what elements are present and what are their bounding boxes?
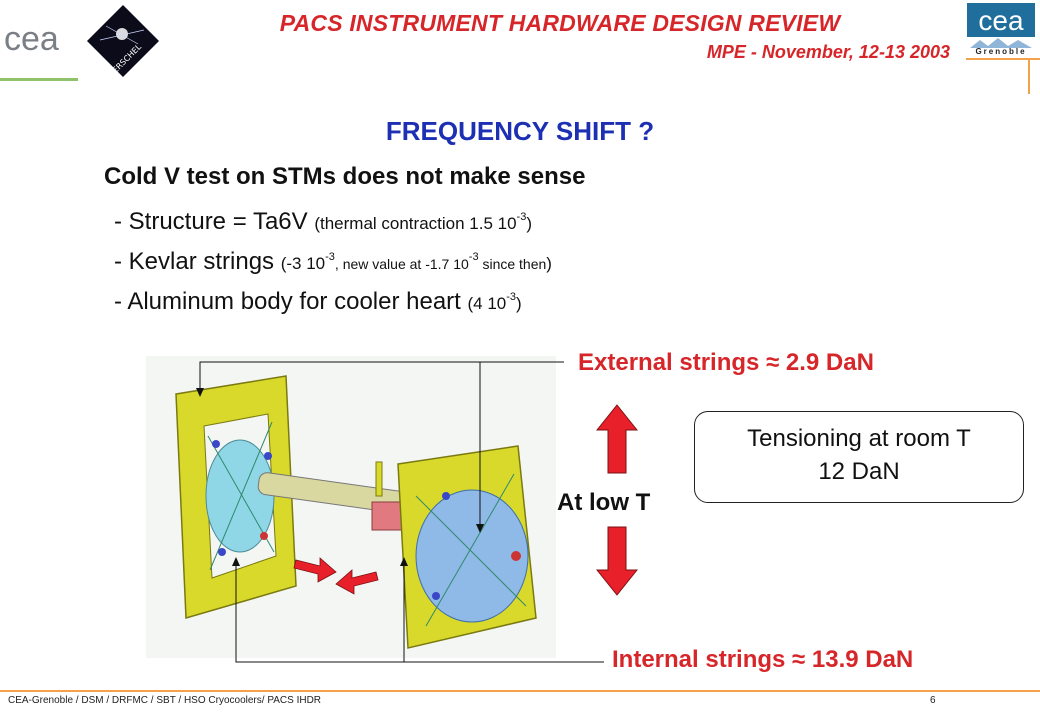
page-number: 6 — [930, 695, 936, 706]
bullet-aluminum: - Aluminum body for cooler heart (4 10-3… — [114, 288, 522, 316]
exponent: -3 — [516, 211, 527, 223]
header-title: PACS INSTRUMENT HARDWARE DESIGN REVIEW — [279, 10, 841, 36]
bullet-kevlar: - Kevlar strings (-3 10-3, new value at … — [114, 248, 552, 276]
lead-statement: Cold V test on STMs does not make sense — [104, 163, 586, 190]
cea-grenoble-logo-text: cea — [978, 5, 1024, 36]
orange-rule-top — [966, 58, 1040, 60]
bullet-main: - Kevlar strings — [114, 248, 275, 275]
external-strings-label: External strings ≈ 2.9 DaN — [578, 349, 874, 376]
footer-rule — [0, 690, 1040, 692]
bullet-detail-close: ) — [526, 214, 532, 233]
bullet-note-end: since then — [478, 256, 547, 272]
connecting-shaft — [257, 461, 409, 531]
tensioning-line-2: 12 DaN — [818, 458, 900, 485]
cooler-structure-image — [146, 356, 556, 658]
cea-logo: cea — [4, 20, 59, 58]
orange-rule-vertical — [1028, 58, 1030, 94]
down-arrow-icon — [596, 526, 638, 596]
bullet-detail: (4 10 — [467, 294, 507, 313]
tensioning-box: Tensioning at room T 12 DaN — [694, 411, 1024, 503]
at-low-t-label: At low T — [557, 489, 651, 516]
exponent: -3 — [468, 251, 479, 263]
up-arrow-icon — [596, 404, 638, 474]
bullet-main: - Structure = Ta6V — [114, 208, 308, 235]
cea-logo-text: cea — [4, 20, 59, 58]
header-subtitle: MPE - November, 12-13 2003 — [706, 42, 950, 62]
bullet-detail: (thermal contraction 1.5 10 — [314, 214, 517, 233]
inward-arrows — [293, 557, 379, 595]
bullet-detail-close: ) — [516, 294, 522, 313]
bullet-detail-close: ) — [546, 254, 552, 273]
tensioning-line-1: Tensioning at room T — [747, 425, 971, 452]
green-rule — [0, 78, 78, 81]
footer-text: CEA-Grenoble / DSM / DRFMC / SBT / HSO C… — [8, 695, 322, 706]
bullet-detail: (-3 10 — [280, 254, 326, 273]
right-frame — [397, 445, 537, 649]
cea-grenoble-logo-subtext: Grenoble — [975, 47, 1026, 56]
left-frame — [175, 375, 297, 619]
exponent: -3 — [506, 291, 517, 303]
exponent: -3 — [325, 251, 335, 263]
herschel-logo: HERSCHEL — [87, 5, 159, 78]
internal-strings-label: Internal strings ≈ 13.9 DaN — [612, 646, 914, 673]
bullet-note: , new value at -1.7 10 — [334, 256, 469, 272]
bullet-structure: - Structure = Ta6V (thermal contraction … — [114, 208, 532, 236]
bullet-main: - Aluminum body for cooler heart — [114, 288, 461, 315]
slide-title: FREQUENCY SHIFT ? — [385, 116, 655, 146]
cea-grenoble-logo: cea Grenoble — [967, 3, 1035, 56]
